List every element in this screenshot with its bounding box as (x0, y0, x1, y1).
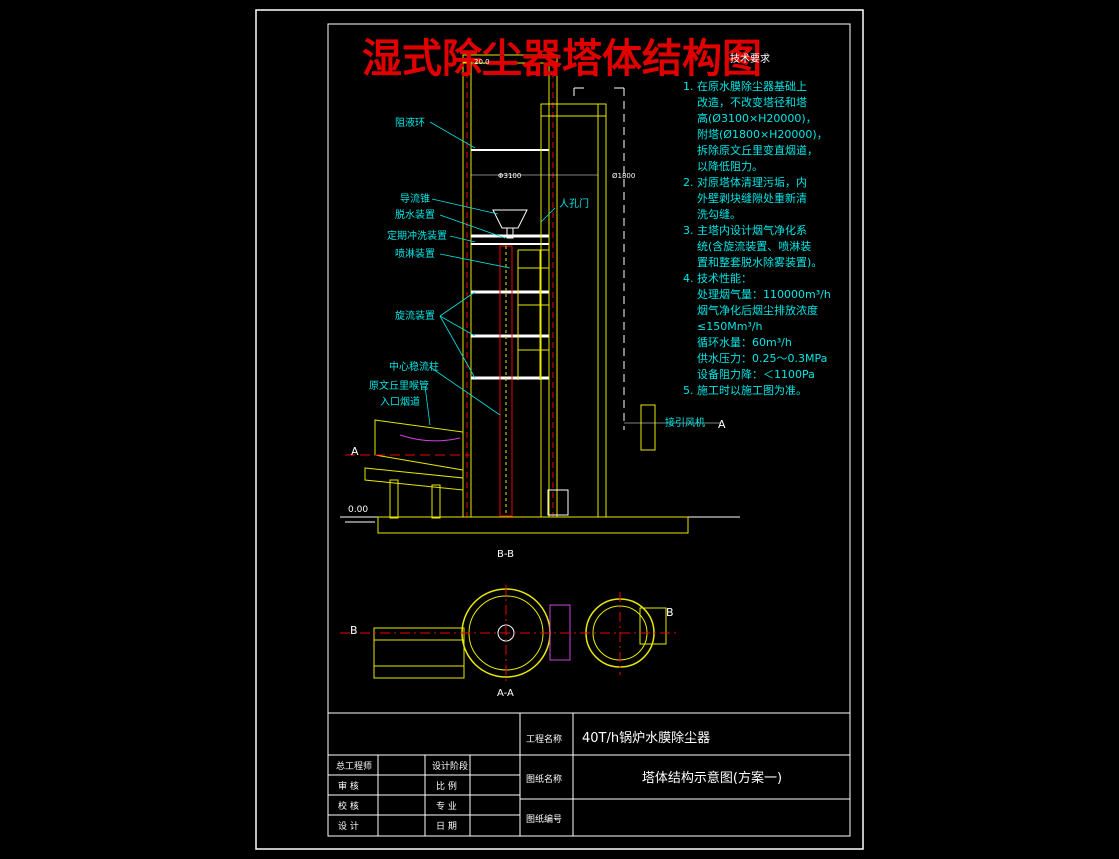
tech-line: 统(含旋流装置、喷淋装 (697, 239, 811, 253)
section-mark-b-left: B (350, 624, 358, 637)
tb-cell: 日 期 (436, 821, 457, 832)
tech-line: 附塔(Ø1800×H20000)， (697, 127, 828, 141)
side-tower (540, 87, 720, 518)
dim-top: 20.0 (474, 58, 490, 66)
tech-line: 拆除原文丘里变直烟道， (697, 143, 818, 157)
label-swirl: 旋流装置 (395, 309, 435, 322)
label-guide: 导流锥 (400, 192, 430, 205)
label-manhole: 人孔门 (559, 197, 589, 210)
tb-cell: 总工程师 (336, 760, 372, 772)
outer-frame (255, 9, 864, 850)
section-mark-a-right: A (718, 418, 726, 431)
main-tower (462, 54, 558, 518)
title-block (327, 712, 851, 837)
tech-line: ≤150Mm³/h (697, 320, 763, 333)
tb-cell: 审 核 (338, 780, 359, 792)
inlet-duct (345, 419, 470, 519)
section-label-aa: A-A (497, 688, 514, 699)
tech-line: 1. 在原水膜除尘器基础上 (683, 79, 807, 93)
label-fan: 接引风机 (665, 416, 705, 429)
tech-line: 外壁剥块缝隙处重新清 (697, 191, 807, 205)
dim-side-diameter: Ø1800 (612, 172, 635, 180)
tech-line: 洗勾缝。 (697, 207, 741, 221)
tech-line: 置和整套脱水除雾装置)。 (697, 255, 822, 269)
label-spray: 喷淋装置 (395, 247, 435, 260)
tech-line: 改造，不改变塔径和塔 (697, 95, 807, 109)
tb-cell: 校 核 (338, 800, 359, 812)
tech-requirements: 1. 在原水膜除尘器基础上 改造，不改变塔径和塔 高(Ø3100×H20000)… (683, 79, 831, 397)
drawing-value: 塔体结构示意图(方案一) (642, 770, 782, 786)
drawing-label: 图纸名称 (526, 773, 562, 785)
label-ring: 阻液环 (395, 116, 425, 129)
tech-line: 设备阻力降：＜1100Pa (697, 367, 815, 381)
tb-cell: 设 计 (338, 820, 359, 832)
drawing-title: 湿式除尘器塔体结构图 (362, 35, 762, 82)
section-label-bb: B-B (497, 549, 514, 560)
tb-cell: 专 业 (436, 800, 457, 812)
section-mark-a-left: A (351, 445, 359, 458)
elevation-mark: 0.00 (348, 505, 368, 515)
project-label: 工程名称 (526, 733, 562, 745)
section-mark-b-right: B (666, 606, 674, 619)
label-flush: 定期冲洗装置 (387, 229, 447, 242)
number-label: 图纸编号 (526, 813, 562, 825)
label-dewater: 脱水装置 (395, 208, 435, 221)
tech-heading: 技术要求 (730, 52, 770, 65)
tech-line: 以降低阻力。 (697, 159, 763, 173)
tech-line: 供水压力：0.25～0.3MPa (697, 351, 827, 365)
tech-line: 循环水量：60m³/h (697, 336, 792, 349)
ground-foundation (340, 516, 740, 534)
tb-cell: 比 例 (436, 780, 457, 792)
tech-line: 处理烟气量：110000m³/h (697, 287, 831, 301)
tech-line: 3. 主塔内设计烟气净化系 (683, 223, 807, 237)
leader-lines (424, 121, 556, 426)
label-center: 中心稳流柱 (389, 360, 439, 373)
dim-main-diameter: Φ3100 (498, 172, 521, 180)
tech-line: 高(Ø3100×H20000)， (697, 111, 817, 125)
tech-line: 2. 对原塔体清理污垢，内 (683, 175, 807, 189)
section-aa-view (340, 585, 680, 683)
tech-line: 烟气净化后烟尘排放浓度 (697, 303, 818, 317)
tech-line: 5. 施工时以施工图为准。 (683, 384, 807, 397)
project-value: 40T/h锅炉水膜除尘器 (582, 730, 710, 746)
label-venturi-2: 入口烟道 (380, 395, 420, 408)
tb-cell: 设计阶段 (432, 760, 468, 772)
tech-line: 4. 技术性能： (683, 271, 752, 285)
label-venturi-1: 原文丘里喉管 (369, 379, 429, 392)
